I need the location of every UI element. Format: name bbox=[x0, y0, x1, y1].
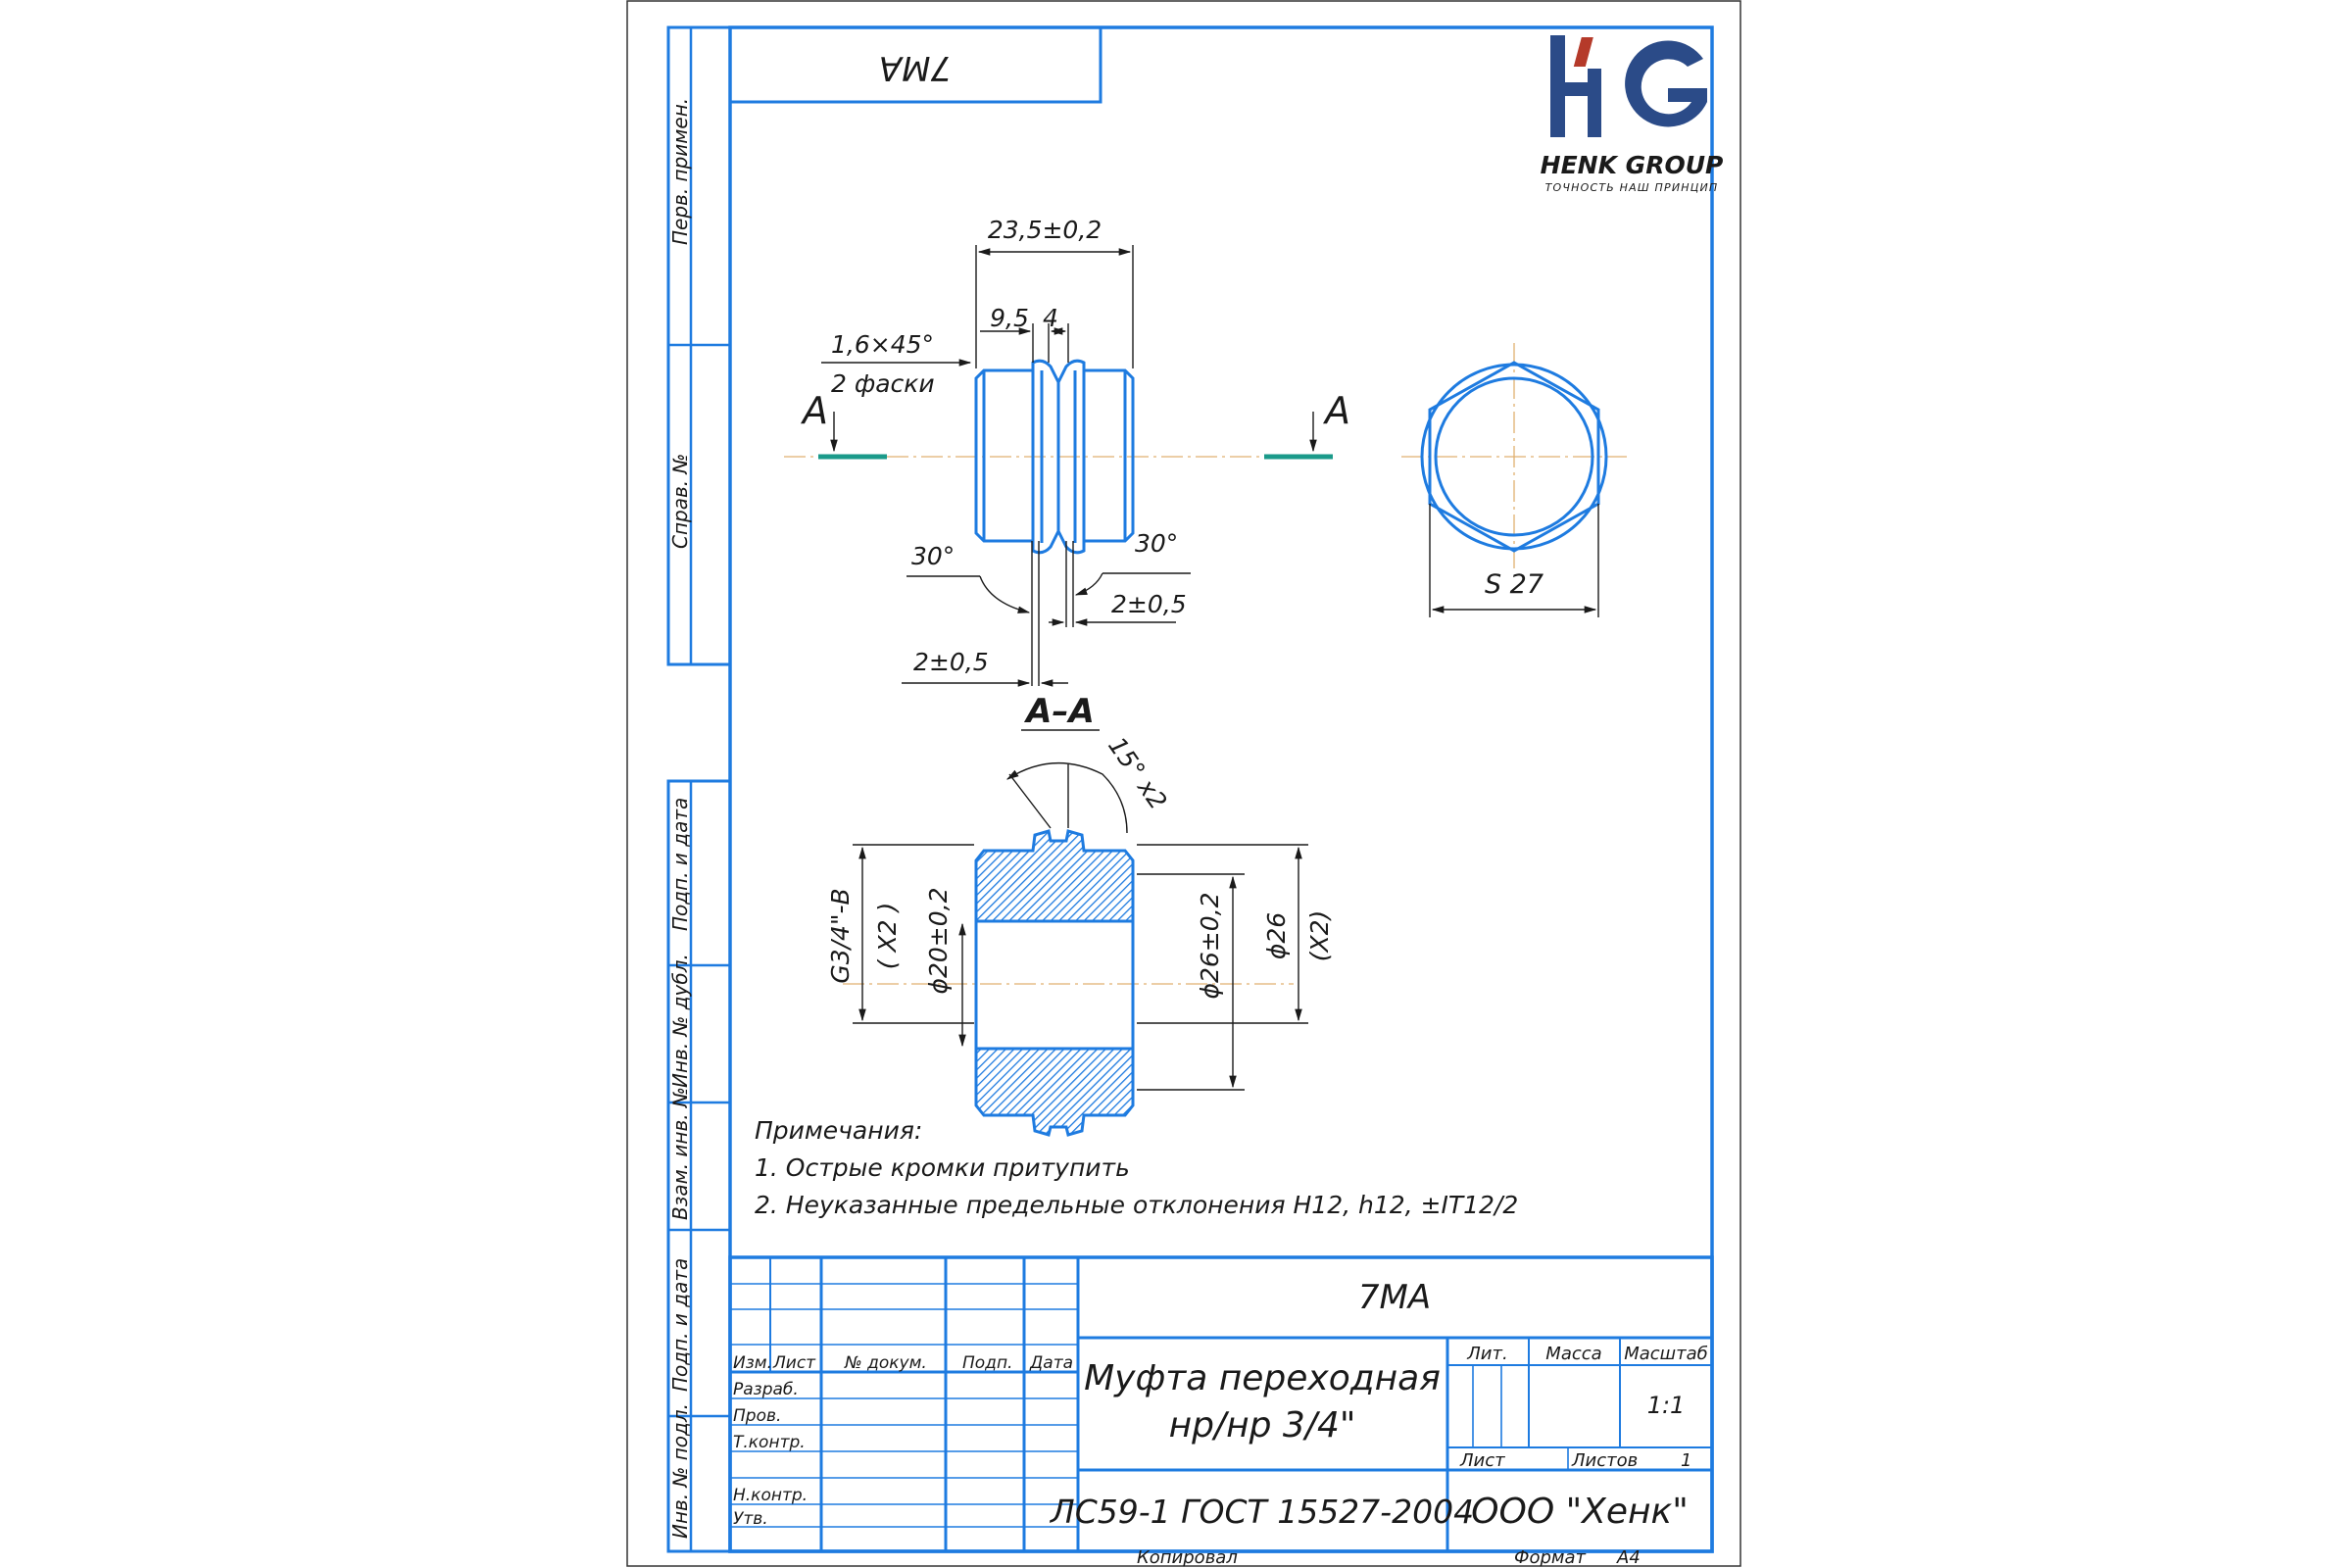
label-copied: Копировал bbox=[1137, 1547, 1238, 1568]
label-massa: Масса bbox=[1545, 1344, 1601, 1364]
label-vzam-inv: Взам. инв. № bbox=[668, 1087, 692, 1220]
dia-outer: ϕ26 bbox=[1262, 912, 1291, 959]
product-name-1: Муфта переходная bbox=[1084, 1358, 1441, 1398]
note-1: 1. Острые кромки притупить bbox=[755, 1153, 1130, 1182]
sheet-border bbox=[626, 0, 1741, 1567]
notes: Примечания: 1. Острые кромки притупить 2… bbox=[755, 1116, 1518, 1219]
section-angle: 15° x2 bbox=[1102, 732, 1172, 815]
scale-value: 1:1 bbox=[1647, 1392, 1686, 1419]
company: ООО "Хенк" bbox=[1471, 1492, 1689, 1532]
designation: 7МА bbox=[1358, 1278, 1431, 1317]
col-izm: Изм. bbox=[733, 1353, 772, 1373]
angle-left: 30° bbox=[911, 542, 955, 570]
thread-count: ( X2 ) bbox=[873, 903, 902, 969]
product-name-2: нр/нр 3/4" bbox=[1169, 1405, 1356, 1446]
hex-bore-circle bbox=[1434, 376, 1594, 537]
thread-spec: G3/4"-B bbox=[826, 888, 855, 983]
label-perv-primen: Перв. примен. bbox=[668, 98, 692, 245]
henk-group-logo: HENK GROUP ТОЧНОСТЬ НАШ ПРИНЦИП bbox=[1541, 35, 1724, 194]
dim-2-right: 2±0,5 bbox=[1111, 590, 1187, 618]
section-wall-top bbox=[974, 829, 1135, 923]
dim-9-5: 9,5 bbox=[990, 304, 1029, 332]
label-podp-data-1: Подп. и дата bbox=[668, 798, 692, 931]
logo-g bbox=[1625, 40, 1707, 127]
dim-2-bottom: 2±0,5 bbox=[913, 648, 989, 676]
section-title: А–А bbox=[1023, 692, 1095, 731]
brand-tagline: ТОЧНОСТЬ НАШ ПРИНЦИП bbox=[1545, 181, 1719, 194]
label-podp-data-2: Подп. и дата bbox=[668, 1258, 692, 1392]
row-razrab: Разраб. bbox=[733, 1380, 799, 1399]
col-dokum: № докум. bbox=[844, 1353, 927, 1373]
label-inv-podl: Инв. № подл. bbox=[668, 1403, 692, 1539]
logo-accent bbox=[1573, 37, 1593, 67]
label-masshtab: Масштаб bbox=[1624, 1344, 1708, 1364]
col-data: Дата bbox=[1029, 1353, 1073, 1373]
outer-count: (X2) bbox=[1305, 910, 1334, 962]
label-sprav-no: Справ. № bbox=[668, 454, 692, 549]
sheets-value: 1 bbox=[1681, 1450, 1691, 1471]
hex-outline bbox=[1428, 361, 1600, 553]
dim-4: 4 bbox=[1043, 304, 1058, 332]
label-format: Формат bbox=[1514, 1547, 1587, 1568]
label-sheets: Листов bbox=[1571, 1450, 1638, 1471]
hex-chamfer-circle bbox=[1420, 363, 1608, 551]
section-letter-right: А bbox=[1322, 389, 1350, 432]
side-view: А А 23,5±0,2 9,5 4 1,6×45° 2 фаски 30° 3… bbox=[784, 216, 1350, 687]
left-column: Перв. примен. Справ. № Подп. и дата Инв.… bbox=[666, 25, 732, 1553]
chamfer-label: 1,6×45° bbox=[831, 330, 934, 359]
chamfer-note: 2 фаски bbox=[831, 369, 935, 398]
label-lit: Лит. bbox=[1466, 1344, 1507, 1364]
dia-mid: ϕ26±0,2 bbox=[1196, 892, 1224, 999]
format-value: А4 bbox=[1616, 1547, 1641, 1568]
logo-h-right bbox=[1588, 69, 1601, 137]
title-block: Изм. Лист № докум. Подп. Дата Разраб. Пр… bbox=[728, 1255, 1714, 1553]
label-inv-dubl: Инв. № дубл. bbox=[668, 954, 692, 1088]
section-view: А–А 15° x2 G3/4"-B ( X2 ) ϕ20±0,2 ϕ26±0,… bbox=[826, 692, 1334, 1137]
note-2: 2. Неуказанные предельные отклонения H12… bbox=[755, 1191, 1518, 1219]
row-utv: Утв. bbox=[733, 1509, 768, 1529]
top-stamp-code: 7МА bbox=[879, 48, 952, 87]
row-nkontr: Н.контр. bbox=[733, 1486, 808, 1505]
brand-name: HENK GROUP bbox=[1541, 151, 1724, 179]
row-prov: Пров. bbox=[733, 1406, 781, 1426]
col-podp: Подп. bbox=[962, 1353, 1012, 1373]
dia-inner: ϕ20±0,2 bbox=[924, 887, 953, 994]
label-sheet: Лист bbox=[1459, 1450, 1505, 1471]
section-letter-left: А bbox=[800, 389, 828, 432]
material: ЛС59-1 ГОСТ 15527-2004 bbox=[1050, 1493, 1474, 1531]
top-stamp: 7МА bbox=[728, 25, 1102, 104]
angle-right: 30° bbox=[1135, 529, 1178, 558]
across-flats: S 27 bbox=[1485, 569, 1544, 600]
hex-view: S 27 bbox=[1401, 343, 1627, 617]
notes-header: Примечания: bbox=[755, 1116, 922, 1145]
col-list: Лист bbox=[772, 1353, 816, 1373]
row-tkontr: Т.контр. bbox=[733, 1433, 806, 1452]
dim-overall: 23,5±0,2 bbox=[988, 216, 1102, 244]
drawing-frame bbox=[728, 25, 1714, 1553]
section-wall-bottom bbox=[974, 1047, 1135, 1137]
